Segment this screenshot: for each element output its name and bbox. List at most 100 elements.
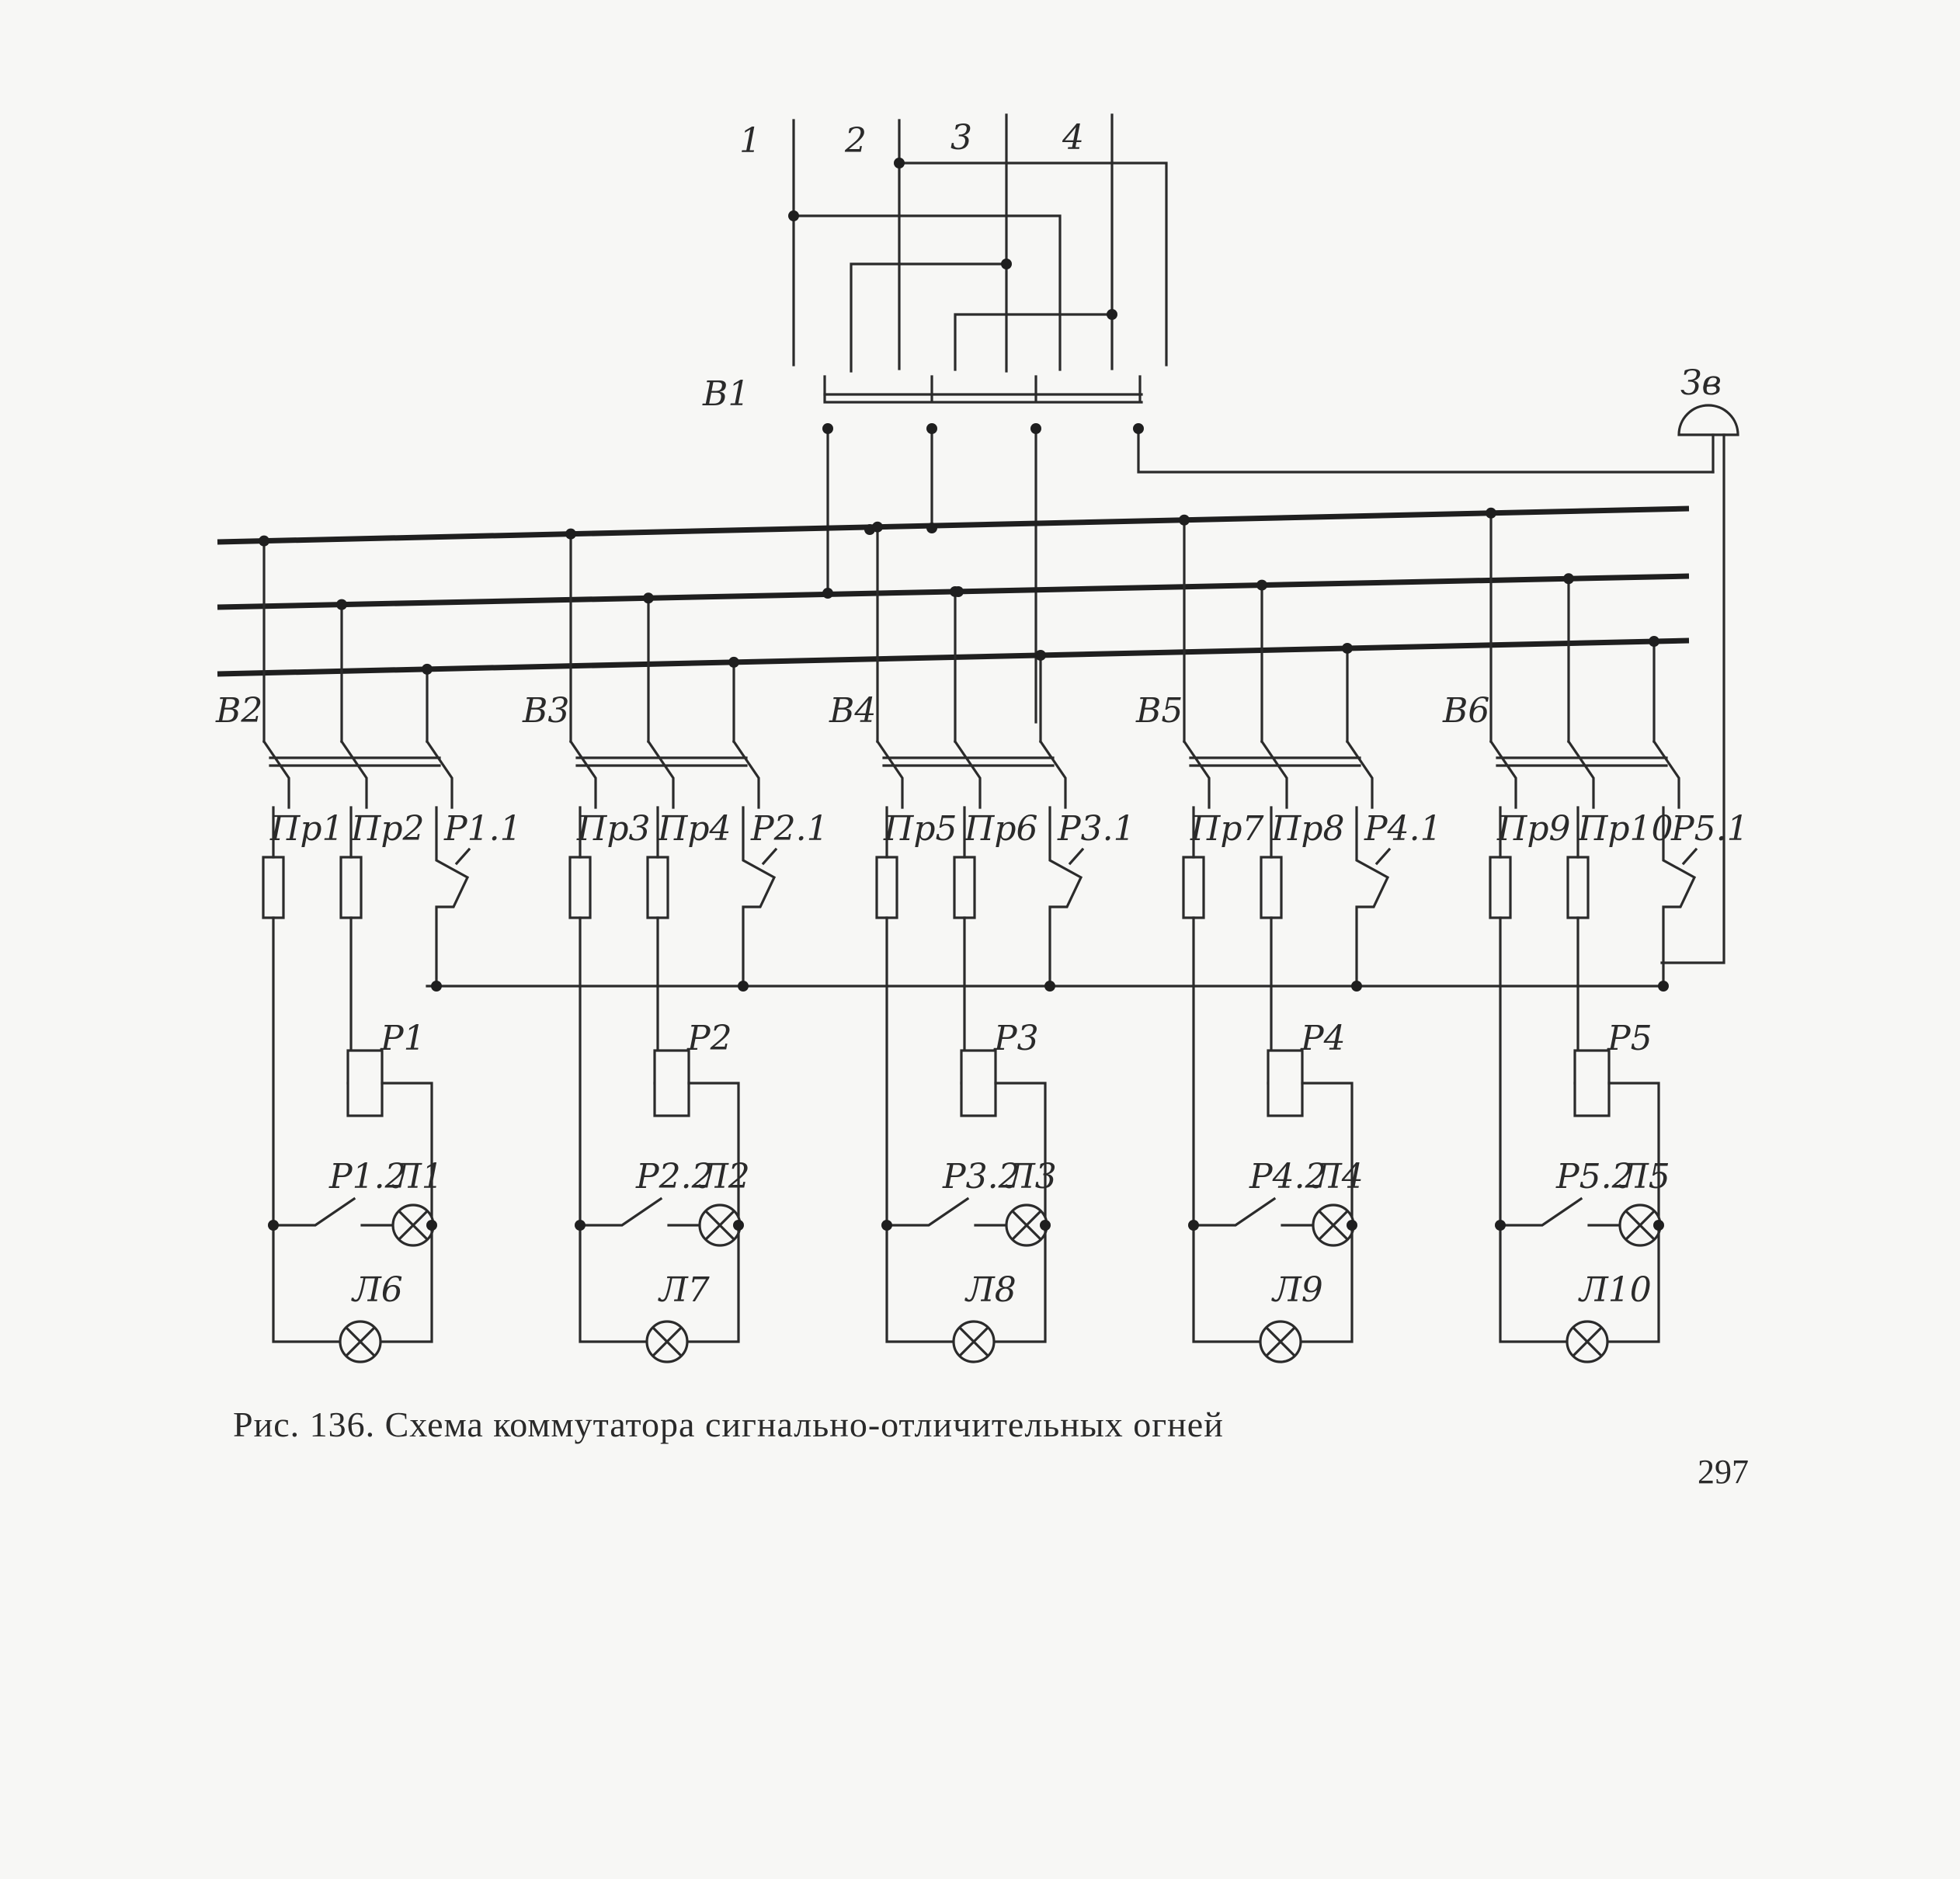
node xyxy=(1030,423,1041,434)
relay-label: P5 xyxy=(1607,1019,1652,1058)
bell-label: Зв xyxy=(1680,363,1722,403)
cross-wire-d xyxy=(954,313,1114,371)
node xyxy=(881,1220,892,1231)
node xyxy=(1653,1220,1664,1231)
node xyxy=(1495,1220,1506,1231)
feeder-network xyxy=(788,113,1168,373)
cross-wire-b xyxy=(792,214,1062,371)
lamp-10-cross xyxy=(1571,1325,1604,1358)
node xyxy=(738,981,749,992)
relay-label: P3 xyxy=(993,1019,1039,1058)
lamp-6-cross xyxy=(344,1325,377,1358)
lamp-7-cross xyxy=(651,1325,683,1358)
node xyxy=(1342,642,1353,654)
node xyxy=(575,1220,586,1231)
relay-switch-5 xyxy=(1499,1197,1583,1227)
node xyxy=(1133,423,1144,434)
cross-wire-a xyxy=(898,162,1168,366)
figure-caption: Рис. 136. Схема коммутатора сигнально-от… xyxy=(233,1405,1224,1444)
lamp-feed xyxy=(1192,916,1262,1343)
node xyxy=(822,588,833,599)
page-number: 297 xyxy=(1698,1453,1749,1491)
fuse-3 xyxy=(568,856,592,919)
switch-blades xyxy=(823,375,1142,401)
fuse-label: Пр9 xyxy=(1496,809,1571,849)
relay-return xyxy=(381,1082,433,1227)
bell xyxy=(1660,404,1739,964)
relay-contact-tick xyxy=(1374,847,1392,866)
lamp-label: Л6 xyxy=(351,1270,403,1310)
lamp-label: Л5 xyxy=(1618,1157,1670,1197)
relay-coil-4 xyxy=(1267,1049,1304,1117)
switch-blade xyxy=(1652,739,1680,809)
switch-blade xyxy=(262,739,290,809)
node xyxy=(1351,981,1362,992)
switch-blade xyxy=(1566,739,1595,809)
node xyxy=(422,663,433,675)
switch-label: B5 xyxy=(1135,691,1183,731)
lamp-label: Л3 xyxy=(1005,1157,1057,1197)
relay-contact-tick xyxy=(1681,847,1698,866)
relay-contact-label: P5.1 xyxy=(1670,809,1749,849)
switch-blade xyxy=(1038,739,1067,809)
node xyxy=(1001,259,1012,269)
bell-icon xyxy=(1677,404,1739,436)
relay-return xyxy=(1301,1082,1354,1227)
bell-feed xyxy=(1137,427,1715,474)
node xyxy=(268,1220,279,1231)
node xyxy=(822,423,833,434)
switch-gang-bar xyxy=(575,756,748,767)
fuse-5 xyxy=(875,856,898,919)
node xyxy=(1107,309,1117,320)
node xyxy=(1044,981,1055,992)
feeder-label-4: 4 xyxy=(1062,118,1084,158)
relay-contact-1-1 xyxy=(435,806,470,988)
switch-gang-bar xyxy=(1496,756,1668,767)
relay-contact-tick xyxy=(1068,847,1085,866)
relay-switch-4 xyxy=(1192,1197,1277,1227)
lamp-label: Л10 xyxy=(1578,1270,1652,1310)
lamp-4-cross xyxy=(1317,1209,1350,1242)
fuse-label: Пр6 xyxy=(964,809,1038,849)
fuse-9 xyxy=(1489,856,1512,919)
relay-return xyxy=(994,1082,1047,1227)
switch-blade xyxy=(732,739,760,809)
node xyxy=(1649,636,1659,648)
node xyxy=(426,1220,437,1231)
node xyxy=(872,521,883,533)
fuse-2 xyxy=(339,856,363,919)
fuse-label: Пр5 xyxy=(883,809,957,849)
lamp-2-cross xyxy=(704,1209,736,1242)
lamp-label: Л4 xyxy=(1312,1157,1364,1197)
fuse-6 xyxy=(953,856,976,919)
relay-contact-3-1 xyxy=(1048,806,1083,988)
fuse-1 xyxy=(262,856,285,919)
node xyxy=(1256,579,1267,591)
relay-contact-tick xyxy=(761,847,778,866)
node xyxy=(259,535,269,547)
lamp-label: Л8 xyxy=(964,1270,1016,1310)
relay-coil-2 xyxy=(653,1049,690,1117)
bus-3 xyxy=(217,637,1690,677)
relay-switch-3 xyxy=(885,1197,970,1227)
switch-gang-bar xyxy=(269,756,441,767)
relay-return xyxy=(687,1082,740,1227)
switch-blade xyxy=(953,739,982,809)
lamp-3-cross xyxy=(1010,1209,1043,1242)
lamp-feed xyxy=(885,916,955,1343)
relay-label: P1 xyxy=(380,1019,426,1058)
fuse-4 xyxy=(646,856,669,919)
fuse-label: Пр2 xyxy=(350,809,425,849)
node xyxy=(1035,649,1046,661)
fuse-7 xyxy=(1182,856,1205,919)
fuse-label: Пр10 xyxy=(1577,809,1673,849)
lamp-1-cross xyxy=(397,1209,429,1242)
relay-coil-5 xyxy=(1573,1049,1611,1117)
switch-gang-bar xyxy=(882,756,1055,767)
switch-blade xyxy=(568,739,597,809)
node xyxy=(1486,507,1496,519)
